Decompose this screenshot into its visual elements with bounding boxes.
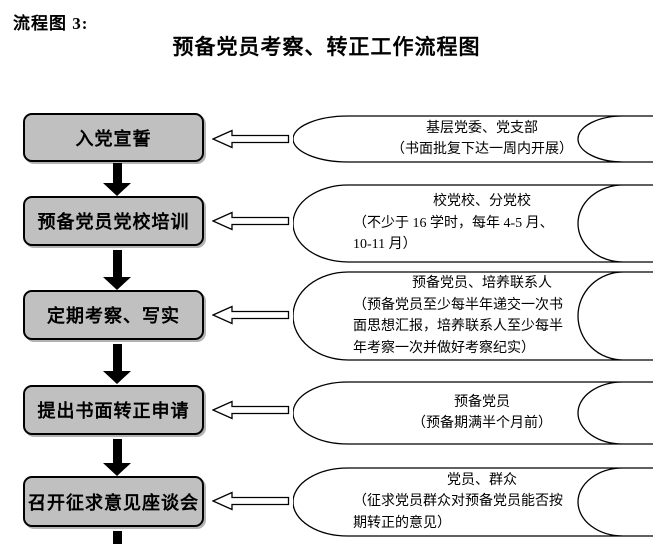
left-arrow-icon-2 (211, 211, 290, 231)
note-line: （征求党员群众对预备党员能否按 (353, 494, 563, 510)
down-arrow-2 (103, 250, 131, 290)
note-outline (293, 467, 653, 537)
arrow-head (103, 463, 131, 476)
left-arrow-glyph (211, 305, 290, 325)
arrow-head (103, 277, 131, 290)
left-arrow-icon-1 (211, 129, 290, 149)
down-arrow-3 (103, 344, 131, 384)
step-label: 入党宣誓 (75, 128, 152, 149)
down-arrow-4 (103, 439, 131, 476)
note-line: 基层党委、党支部 (426, 120, 538, 136)
note-line: （预备党员至少每半年递交一次书 (353, 297, 563, 313)
step-box-oath: 入党宣誓 (23, 113, 204, 162)
figure-label: 流程图 3: (13, 14, 89, 33)
left-arrow-icon-5 (211, 491, 290, 511)
note-line: （不少于 16 学时，每年 4-5 月、 (353, 215, 554, 231)
step-label: 提出书面转正申请 (37, 401, 190, 421)
note-text: 预备党员 （预备期满半个月前） (353, 381, 611, 445)
note-line: 预备党员、培养联系人 (412, 276, 552, 291)
left-arrow-glyph (211, 129, 290, 149)
step-box-symposium: 召开征求意见座谈会 (23, 476, 204, 527)
note-text: 校党校、分党校 （不少于 16 学时，每年 4-5 月、 10-11 月） (353, 184, 611, 263)
left-arrow-icon-4 (211, 400, 290, 420)
note-line: 党员、群众 (447, 472, 517, 488)
note-shape-1: 基层党委、党支部 （书面批复下达一周内开展） (293, 115, 653, 163)
note-shape-4: 预备党员 （预备期满半个月前） (293, 381, 653, 445)
down-arrow-5 (103, 531, 131, 544)
step-label: 预备党员党校培训 (37, 212, 190, 232)
note-shape-5: 党员、群众 （征求党员群众对预备党员能否按 期转正的意见） (293, 467, 653, 537)
note-outline (293, 381, 653, 445)
arrow-shaft (112, 250, 122, 277)
note-line: 期转正的意见） (353, 515, 451, 531)
left-arrow-icon-3 (211, 305, 290, 325)
arrow-shaft (112, 531, 122, 544)
step-box-inspection: 定期考察、写实 (23, 290, 204, 340)
down-arrow-1 (103, 163, 131, 196)
note-outline (293, 271, 653, 361)
arrow-head (103, 183, 131, 196)
note-text: 党员、群众 （征求党员群众对预备党员能否按 期转正的意见） (353, 467, 611, 537)
note-line: （书面批复下达一周内开展） (391, 142, 573, 157)
step-box-training: 预备党员党校培训 (23, 196, 204, 246)
note-outline (293, 184, 653, 263)
left-arrow-glyph (211, 491, 290, 511)
note-line: 预备党员 (454, 394, 510, 410)
note-outline (293, 115, 653, 163)
step-label: 定期考察、写实 (47, 306, 180, 326)
note-line: 面思想汇报，培养联系人至少每半 (353, 319, 563, 334)
step-box-application: 提出书面转正申请 (23, 385, 204, 435)
page-title: 预备党员考察、转正工作流程图 (172, 35, 481, 59)
note-line: 校党校、分党校 (433, 194, 531, 210)
note-text: 预备党员、培养联系人 （预备党员至少每半年递交一次书 面思想汇报，培养联系人至少… (353, 271, 611, 361)
note-line: （预备期满半个月前） (412, 416, 552, 431)
note-line: 年考察一次并做好考察纪实） (353, 340, 535, 356)
arrow-head (103, 371, 131, 384)
note-shape-3: 预备党员、培养联系人 （预备党员至少每半年递交一次书 面思想汇报，培养联系人至少… (293, 271, 653, 361)
note-line: 10-11 月） (353, 237, 417, 253)
note-text: 基层党委、党支部 （书面批复下达一周内开展） (353, 115, 611, 163)
arrow-shaft (112, 163, 122, 183)
arrow-shaft (112, 344, 122, 371)
arrow-shaft (112, 439, 122, 463)
left-arrow-glyph (211, 400, 290, 420)
left-arrow-glyph (211, 211, 290, 231)
step-label: 召开征求意见座谈会 (28, 492, 199, 513)
note-shape-2: 校党校、分党校 （不少于 16 学时，每年 4-5 月、 10-11 月） (293, 184, 653, 263)
